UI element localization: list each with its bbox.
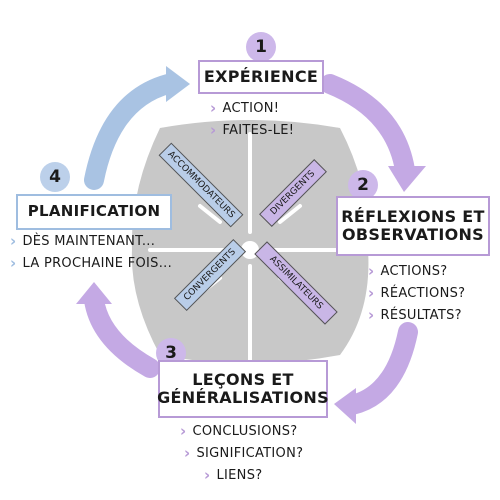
stage-title-line: RÉFLEXIONS ET — [341, 206, 485, 226]
chevron-right-icon: › — [368, 284, 375, 302]
chevron-right-icon: › — [180, 422, 187, 440]
stage-number-badge: 4 — [40, 162, 70, 192]
chevron-right-icon: › — [368, 262, 375, 280]
list-item: ›DÈS MAINTENANT... — [10, 232, 156, 250]
curved-arrow-icon — [342, 322, 418, 415]
stage-items-list: ›DÈS MAINTENANT... ›LA PROCHAINE FOIS... — [10, 230, 172, 274]
list-item: ›LIENS? — [204, 466, 263, 484]
chevron-right-icon: › — [210, 121, 217, 139]
chevron-right-icon: › — [10, 232, 17, 250]
stage-items-list: ›ACTION! ›FAITES-LE! — [210, 97, 294, 141]
cycle-arrows — [76, 66, 426, 424]
arrow-head — [76, 282, 112, 304]
chevron-right-icon: › — [210, 99, 217, 117]
stage-title-line: OBSERVATIONS — [342, 225, 484, 244]
list-item: ›FAITES-LE! — [210, 121, 295, 139]
stage-title: PLANIFICATION — [27, 202, 161, 221]
chevron-right-icon: › — [204, 466, 211, 484]
list-item: ›RÉSULTATS? — [368, 306, 462, 324]
list-item: ›RÉACTIONS? — [368, 284, 466, 302]
list-item: ›LA PROCHAINE FOIS... — [10, 254, 172, 272]
arrow-head — [334, 388, 356, 424]
curved-arrow-icon — [84, 290, 160, 378]
stage-number-badge: 2 — [348, 170, 378, 200]
arrow-head — [388, 166, 426, 192]
list-item: ›ACTIONS? — [368, 262, 448, 280]
list-item: ›CONCLUSIONS? — [180, 422, 298, 440]
stage-title-box: EXPÉRIENCE — [198, 60, 324, 94]
list-item: ›ACTION! — [210, 99, 280, 117]
stage-title-box: PLANIFICATION — [16, 194, 172, 230]
stage-title-line: LEÇONS ET — [192, 369, 294, 389]
stage-title-box: LEÇONS ET GÉNÉRALISATIONS — [157, 360, 329, 418]
curved-arrow-icon — [320, 74, 415, 180]
chevron-right-icon: › — [10, 254, 17, 272]
arrow-head — [166, 66, 190, 102]
stage-items-list: ›CONCLUSIONS? ›SIGNIFICATION? ›LIENS? — [180, 420, 303, 486]
stage-title: EXPÉRIENCE — [203, 66, 319, 86]
list-item: ›SIGNIFICATION? — [184, 444, 304, 462]
stage-number-badge: 1 — [246, 32, 276, 62]
stage-items-list: ›ACTIONS? ›RÉACTIONS? ›RÉSULTATS? — [368, 260, 465, 326]
curved-arrow-icon — [84, 74, 178, 190]
stage-title-line: GÉNÉRALISATIONS — [157, 388, 329, 407]
stage-title-box: RÉFLEXIONS ET OBSERVATIONS — [336, 196, 490, 256]
chevron-right-icon: › — [368, 306, 375, 324]
chevron-right-icon: › — [184, 444, 191, 462]
